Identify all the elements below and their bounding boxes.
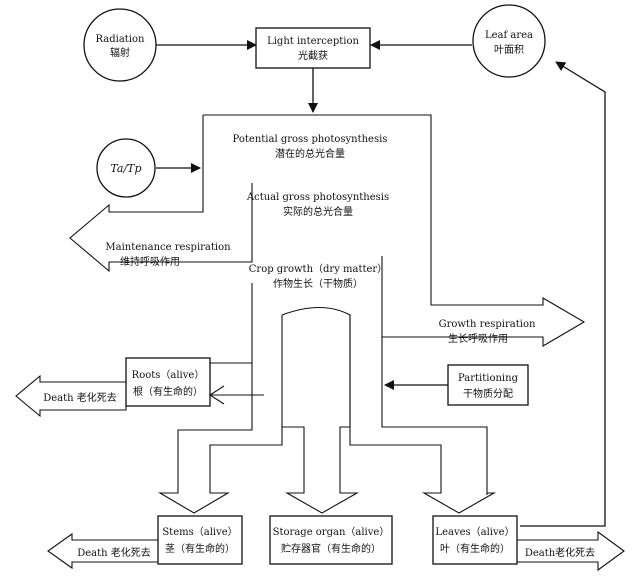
potential-photosynthesis-zh: 潜在的总光合量 xyxy=(275,147,345,160)
actual-photosynthesis-en: Actual gross photosynthesis xyxy=(246,192,389,203)
potential-photosynthesis-en: Potential gross photosynthesis xyxy=(233,134,388,145)
leaf-area-en: Leaf area xyxy=(485,30,533,41)
maintenance-channel-upper xyxy=(69,115,253,273)
leaves-zh: 叶（有生命的） xyxy=(440,542,510,555)
storage-organ-en: Storage organ（alive） xyxy=(273,526,390,538)
death-roots-label: Death 老化死去 xyxy=(43,391,117,404)
leaf-area-zh: 叶面积 xyxy=(494,44,524,56)
growth-respiration-zh: 生长呼吸作用 xyxy=(448,332,508,345)
growth-respiration-en: Growth respiration xyxy=(439,319,536,330)
stems-node: Stems（alive） 茎（有生命的） xyxy=(157,515,243,565)
maintenance-respiration-zh: 维持呼吸作用 xyxy=(120,255,180,268)
storage-channel xyxy=(281,307,360,514)
radiation-zh: 辐射 xyxy=(110,46,130,59)
leaves-channel xyxy=(349,315,497,514)
light-interception-zh: 光截获 xyxy=(298,49,328,62)
temperature-ratio-node: Ta/Tp xyxy=(96,138,156,198)
death-leaves-label: Death老化死去 xyxy=(525,546,595,559)
actual-photosynthesis-zh: 实际的总光合量 xyxy=(283,205,353,218)
leaves-feedback-line xyxy=(520,61,606,527)
stems-en: Stems（alive） xyxy=(162,526,237,538)
leaves-node: Leaves（alive） 叶（有生命的） xyxy=(432,515,518,565)
temperature-ratio-label: Ta/Tp xyxy=(110,162,141,175)
light-interception-en: Light interception xyxy=(267,36,359,47)
partitioning-en: Partitioning xyxy=(458,373,519,384)
roots-input-arrow xyxy=(208,385,264,405)
potential-photosynthesis-channel xyxy=(203,114,586,347)
roots-zh: 根（有生命的） xyxy=(133,385,203,398)
radiation-node: Radiation 辐射 xyxy=(83,8,157,82)
leaves-en: Leaves（alive） xyxy=(435,526,514,538)
storage-organ-node: Storage organ（alive） 贮存器官（有生命的） xyxy=(269,515,393,565)
maintenance-respiration-en: Maintenance respiration xyxy=(105,242,231,253)
death-stems-label: Death 老化死去 xyxy=(77,546,151,559)
partitioning-zh: 干物质分配 xyxy=(463,387,513,400)
crop-growth-en: Crop growth（dry matter） xyxy=(249,263,387,275)
radiation-en: Radiation xyxy=(96,34,146,45)
crop-growth-zh: 作物生长（干物质） xyxy=(273,277,363,290)
partitioning-node: Partitioning 干物质分配 xyxy=(447,364,529,406)
roots-en: Roots（alive） xyxy=(132,369,205,381)
leaf-area-node: Leaf area 叶面积 xyxy=(472,4,546,78)
roots-node: Roots（alive） 根（有生命的） xyxy=(125,357,211,407)
storage-organ-zh: 贮存器官（有生命的） xyxy=(281,542,381,555)
stems-zh: 茎（有生命的） xyxy=(165,542,235,555)
death-leaves-arrow xyxy=(517,530,625,572)
death-roots-arrow xyxy=(15,374,127,418)
light-interception-node: Light interception 光截获 xyxy=(255,27,371,69)
death-stems-arrow xyxy=(47,532,158,570)
stems-channel xyxy=(157,315,283,514)
